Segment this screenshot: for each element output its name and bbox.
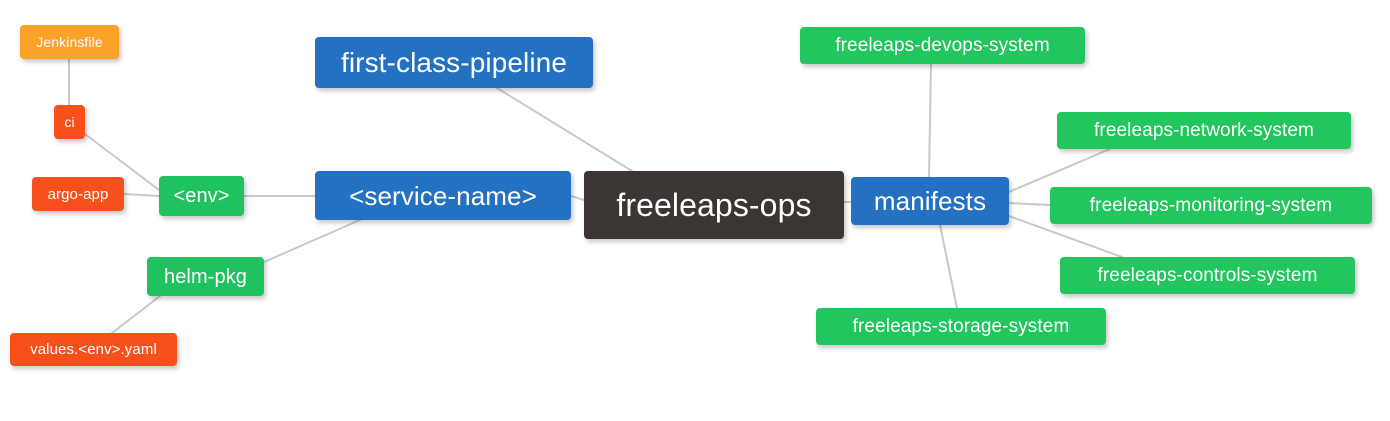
node-label-freeleaps-monitoring-system: freeleaps-monitoring-system — [1089, 195, 1333, 216]
node-label-freeleaps-ops: freeleaps-ops — [616, 187, 812, 223]
node-ci[interactable]: ci — [54, 105, 85, 139]
node-label-freeleaps-controls-system: freeleaps-controls-system — [1097, 265, 1318, 286]
node-label-ci: ci — [64, 114, 75, 130]
node-label-service-name: <service-name> — [349, 180, 537, 211]
node-values-yaml[interactable]: values.<env>.yaml — [10, 333, 177, 366]
node-jenkinsfile[interactable]: Jenkinsfile — [20, 25, 119, 59]
edge-manifests-to-freeleaps-devops-system — [928, 63, 932, 178]
edge-helm-pkg-to-values-yaml — [111, 295, 161, 334]
node-label-values-yaml: values.<env>.yaml — [30, 341, 157, 358]
node-service-name[interactable]: <service-name> — [315, 171, 571, 220]
node-manifests[interactable]: manifests — [851, 177, 1009, 225]
edge-service-name-to-freeleaps-ops — [570, 195, 585, 201]
node-freeleaps-controls-system[interactable]: freeleaps-controls-system — [1060, 257, 1355, 294]
edge-manifests-to-freeleaps-storage-system — [939, 224, 958, 309]
node-freeleaps-ops[interactable]: freeleaps-ops — [584, 171, 844, 239]
node-label-env: <env> — [173, 185, 230, 207]
node-label-helm-pkg: helm-pkg — [163, 265, 248, 288]
node-env[interactable]: <env> — [159, 176, 244, 216]
node-freeleaps-monitoring-system[interactable]: freeleaps-monitoring-system — [1050, 187, 1372, 224]
node-freeleaps-storage-system[interactable]: freeleaps-storage-system — [816, 308, 1106, 345]
edge-manifests-to-freeleaps-monitoring-system — [1008, 202, 1051, 206]
node-helm-pkg[interactable]: helm-pkg — [147, 257, 264, 296]
edge-first-class-pipeline-to-freeleaps-ops — [496, 87, 633, 172]
node-freeleaps-network-system[interactable]: freeleaps-network-system — [1057, 112, 1351, 149]
node-label-freeleaps-network-system: freeleaps-network-system — [1094, 120, 1314, 141]
node-label-argo-app: argo-app — [47, 185, 109, 203]
edge-service-name-to-helm-pkg — [263, 219, 361, 263]
edge-argo-app-to-env — [123, 193, 160, 197]
node-argo-app[interactable]: argo-app — [32, 177, 124, 211]
node-freeleaps-devops-system[interactable]: freeleaps-devops-system — [800, 27, 1085, 64]
edge-manifests-to-freeleaps-network-system — [1008, 148, 1111, 193]
node-label-first-class-pipeline: first-class-pipeline — [340, 46, 568, 78]
node-first-class-pipeline[interactable]: first-class-pipeline — [315, 37, 593, 88]
node-label-jenkinsfile: Jenkinsfile — [36, 34, 103, 50]
node-label-freeleaps-storage-system: freeleaps-storage-system — [852, 316, 1070, 337]
node-label-manifests: manifests — [873, 186, 987, 216]
node-label-freeleaps-devops-system: freeleaps-devops-system — [835, 35, 1050, 56]
